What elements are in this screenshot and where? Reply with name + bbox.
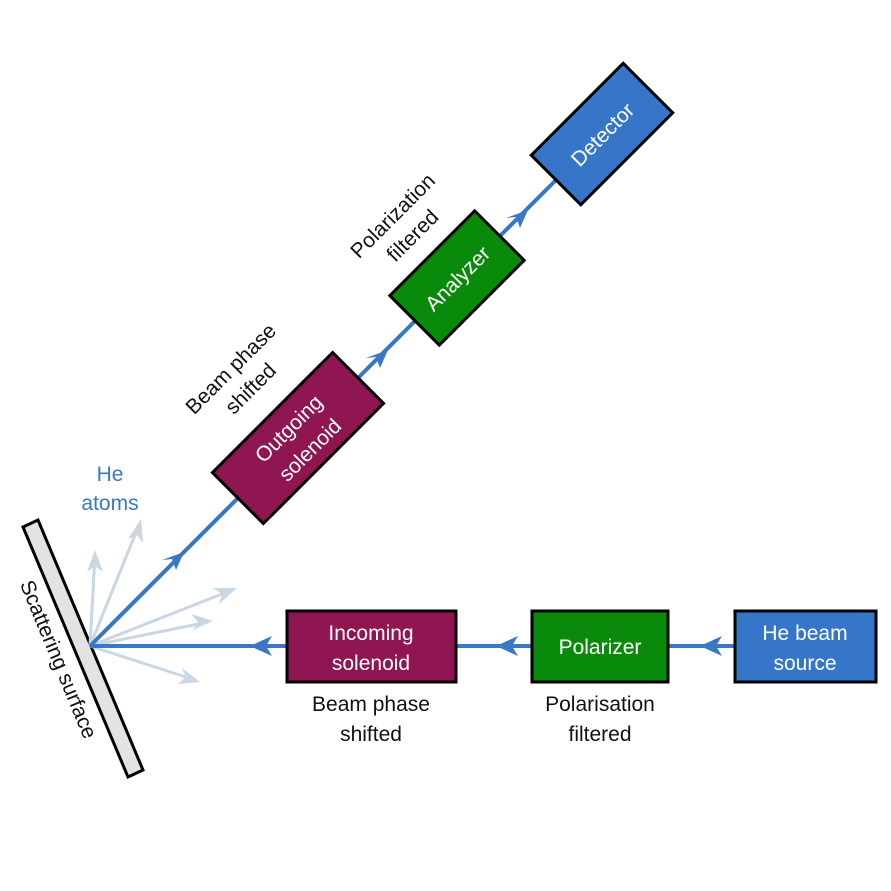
he-atoms-label-line2: atoms [81,492,138,515]
arrowhead-left [496,636,518,656]
polarizer-label: Polarizer [559,636,642,659]
scatter-arrow [89,620,209,648]
scatter-arrowhead [128,519,143,543]
incoming-solenoid-label-line1: Incoming [328,622,413,645]
he-beam-source-label-line2: source [773,652,836,675]
incoming-caption-line2: shifted [340,723,402,746]
arrowhead-diagonal [366,350,388,368]
he-beam-source-box: He beam source [733,609,878,684]
scatter-arrow [88,554,97,647]
he-atoms-label-line1: He [97,463,124,486]
outgoing-beam-arrowheads [162,210,528,570]
scatter-arrowhead [213,588,237,604]
arrowhead-left [700,636,722,656]
scatter-arrowhead [178,668,200,684]
incoming-solenoid-label-line2: solenoid [332,652,410,675]
polarizer-caption-line1: Polarisation [545,693,655,716]
scattering-surface [21,517,145,780]
polarizer-box: Polarizer [530,609,670,684]
he-beam-source-label-line1: He beam [762,622,847,645]
scatter-arrow [88,524,141,647]
arrowhead-diagonal [162,552,184,570]
outgoing-beam [88,177,559,648]
incoming-solenoid-box: Incoming solenoid [285,609,458,684]
detector-box: Detector [529,61,675,207]
scatter-arrow [89,588,233,648]
scatter-arrowhead [191,614,213,630]
polarizer-caption-line2: filtered [568,723,631,746]
incoming-beam-arrowheads [250,636,722,656]
arrowhead-left [250,636,272,656]
scatter-arrowhead [87,550,103,572]
arrowhead-diagonal [506,210,528,228]
incoming-caption-line1: Beam phase [312,693,430,716]
scattered-he-arrows [87,519,237,684]
analyzer-box: Analyzer [387,208,527,348]
scatter-arrow [89,644,196,682]
